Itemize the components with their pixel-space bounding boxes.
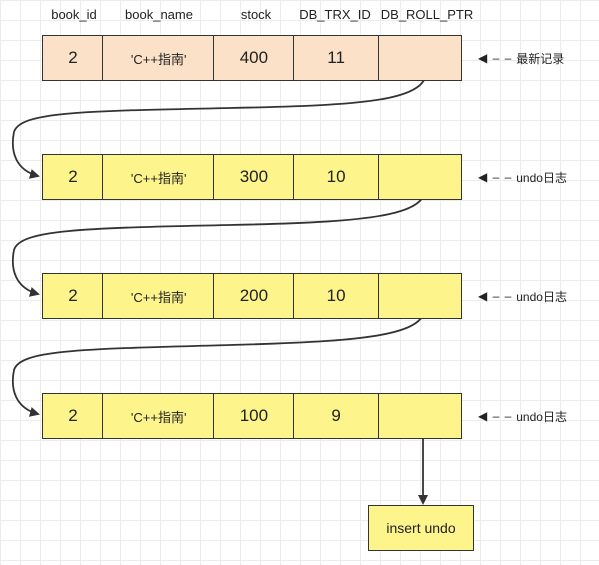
- roll-ptr-arrow-1: [12, 58, 428, 179]
- trx-id-cell: 11: [292, 35, 380, 81]
- book-id-cell: 2: [42, 393, 104, 439]
- dashed-arrow-left-icon: ◀ – –: [478, 51, 513, 65]
- stock-cell: 200: [213, 273, 295, 319]
- roll-ptr-cell: [377, 393, 462, 439]
- header-db-roll-ptr: DB_ROLL_PTR: [380, 7, 474, 22]
- tag-label: undo日志: [516, 409, 567, 424]
- record-row-undo-2: 2 'C++指南' 200 10: [42, 273, 462, 319]
- book-name-cell: 'C++指南': [102, 35, 216, 81]
- roll-ptr-cell: [377, 154, 462, 200]
- tag-latest-record: ◀ – – 最新记录: [478, 48, 564, 68]
- stock-cell: 100: [213, 393, 295, 439]
- roll-ptr-cell: [377, 273, 462, 319]
- header-book-name: book_name: [125, 7, 193, 22]
- book-name-cell: 'C++指南': [102, 154, 216, 200]
- tag-label: undo日志: [516, 289, 567, 304]
- tag-label: undo日志: [516, 170, 567, 185]
- record-row-undo-3: 2 'C++指南' 100 9: [42, 393, 462, 439]
- book-id-cell: 2: [42, 35, 104, 81]
- tag-label: 最新记录: [516, 51, 565, 66]
- tag-undo-log-1: ◀ – – undo日志: [478, 167, 567, 187]
- roll-ptr-arrow-2: [12, 176, 426, 297]
- record-row-latest: 2 'C++指南' 400 11: [42, 35, 462, 81]
- roll-ptr-cell: [377, 35, 462, 81]
- record-row-undo-1: 2 'C++指南' 300 10: [42, 154, 462, 200]
- roll-ptr-arrow-3: [12, 295, 426, 417]
- insert-undo-label: insert undo: [386, 520, 456, 536]
- trx-id-cell: 10: [292, 273, 380, 319]
- book-id-cell: 2: [42, 154, 104, 200]
- dashed-arrow-left-icon: ◀ – –: [478, 289, 513, 303]
- trx-id-cell: 9: [292, 393, 380, 439]
- stock-cell: 300: [213, 154, 295, 200]
- book-id-cell: 2: [42, 273, 104, 319]
- header-stock: stock: [240, 7, 272, 22]
- header-book-id: book_id: [51, 7, 97, 22]
- book-name-cell: 'C++指南': [102, 273, 216, 319]
- dashed-arrow-left-icon: ◀ – –: [478, 409, 513, 423]
- header-db-trx-id: DB_TRX_ID: [299, 7, 371, 22]
- trx-id-cell: 10: [292, 154, 380, 200]
- dashed-arrow-left-icon: ◀ – –: [478, 170, 513, 184]
- tag-undo-log-3: ◀ – – undo日志: [478, 406, 567, 426]
- book-name-cell: 'C++指南': [102, 393, 216, 439]
- insert-undo-box: insert undo: [368, 505, 474, 551]
- tag-undo-log-2: ◀ – – undo日志: [478, 286, 567, 306]
- stock-cell: 400: [213, 35, 295, 81]
